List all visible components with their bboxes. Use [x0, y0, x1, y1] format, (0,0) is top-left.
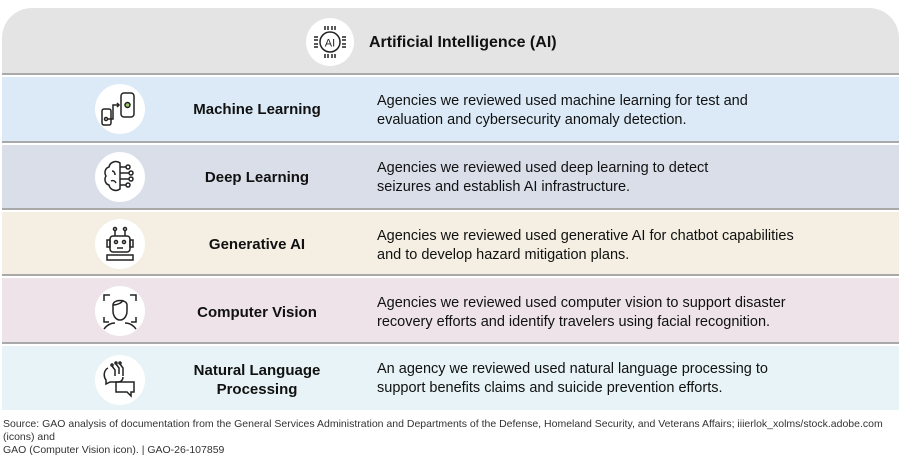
row-description: Agencies we reviewed used machine learni…	[377, 93, 748, 128]
row-description: Agencies we reviewed used generative AI …	[377, 228, 794, 263]
row-title: Machine Learning	[193, 101, 321, 118]
row-title: Generative AI	[208, 236, 306, 253]
machine-learning-icon	[95, 84, 145, 134]
row-title: Computer Vision	[197, 304, 317, 321]
header-title: Artificial Intelligence (AI)	[369, 34, 557, 51]
row-generative-ai: Generative AI Agencies we reviewed used …	[2, 212, 899, 276]
chat-bubbles-icon	[95, 355, 145, 405]
row-description: Agencies we reviewed used computer visio…	[377, 295, 786, 330]
source-note: Source: GAO analysis of documentation fr…	[3, 418, 883, 456]
row-deep-learning: Deep Learning Agencies we reviewed used …	[2, 145, 899, 210]
row-machine-learning: Machine Learning Agencies we reviewed us…	[2, 77, 899, 143]
face-scan-icon	[95, 286, 145, 336]
row-computer-vision: Computer Vision Agencies we reviewed use…	[2, 278, 899, 344]
robot-icon	[95, 219, 145, 269]
ai-chip-icon: AI	[306, 18, 354, 66]
header-banner: AI Artificial Intelligence (AI)	[2, 8, 899, 75]
brain-circuit-icon	[95, 152, 145, 202]
svg-text:AI: AI	[325, 38, 335, 50]
row-title: Deep Learning	[204, 169, 310, 186]
row-description: Agencies we reviewed used deep learning …	[377, 160, 709, 195]
row-description: An agency we reviewed used natural langu…	[377, 361, 768, 396]
